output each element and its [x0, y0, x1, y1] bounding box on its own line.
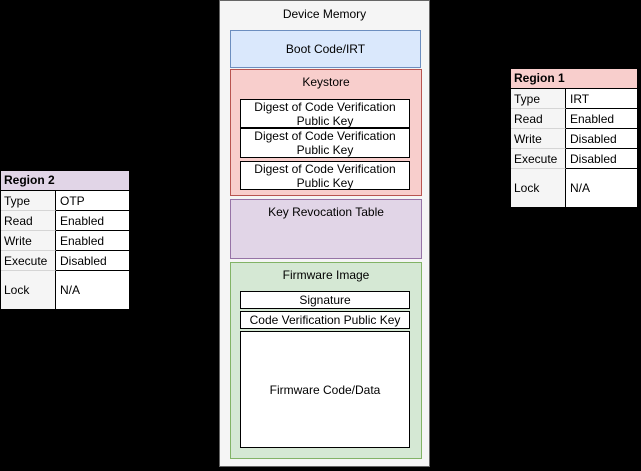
row-label: Execute: [1, 251, 56, 271]
code-verification-public-key-box: Code Verification Public Key: [240, 311, 410, 329]
row-label: Type: [1, 191, 56, 211]
row-value: Disabled: [566, 149, 637, 169]
region2-table: Region 2 Type OTP Read Enabled Write Ena…: [0, 170, 130, 310]
region1-table: Region 1 Type IRT Read Enabled Write Dis…: [510, 68, 638, 208]
table-row: Execute Disabled: [511, 149, 637, 169]
table-row: Lock N/A: [511, 169, 637, 207]
row-label: Execute: [511, 149, 566, 169]
boot-code-label: Boot Code/IRT: [285, 42, 366, 56]
table-row: Write Enabled: [1, 231, 129, 251]
row-value: Disabled: [56, 251, 129, 271]
row-value: N/A: [570, 181, 591, 195]
row-value: N/A: [60, 283, 81, 297]
table-row: Read Enabled: [511, 109, 637, 129]
table-row: Read Enabled: [1, 211, 129, 231]
region1-header: Region 1: [511, 69, 637, 89]
table-row: Lock N/A: [1, 271, 129, 309]
key-revocation-table-label: Key Revocation Table: [268, 205, 384, 219]
table-row: Type IRT: [511, 89, 637, 109]
row-label: Read: [511, 109, 566, 129]
boot-code-box: Boot Code/IRT: [230, 30, 421, 68]
row-label: Type: [511, 89, 566, 109]
key-revocation-table-box: Key Revocation Table: [230, 199, 422, 259]
row-value: Enabled: [56, 231, 129, 251]
device-memory-title: Device Memory: [282, 7, 367, 21]
row-label: Read: [1, 211, 56, 231]
table-row: Execute Disabled: [1, 251, 129, 271]
row-value: Disabled: [566, 129, 637, 149]
digest-box: Digest of Code Verification Public Key: [240, 99, 410, 128]
row-label: Lock: [1, 271, 56, 309]
signature-box: Signature: [240, 291, 410, 309]
row-value: IRT: [566, 89, 637, 109]
digest-box: Digest of Code Verification Public Key: [240, 128, 410, 158]
table-row: Type OTP: [1, 191, 129, 211]
row-value: Enabled: [56, 211, 129, 231]
digest-box: Digest of Code Verification Public Key: [240, 161, 410, 190]
firmware-code-data-box: Firmware Code/Data: [240, 331, 410, 448]
row-label: Lock: [511, 169, 566, 207]
firmware-image-label: Firmware Image: [282, 268, 370, 282]
row-value: Enabled: [566, 109, 637, 129]
table-row: Write Disabled: [511, 129, 637, 149]
row-label: Write: [511, 129, 566, 149]
row-value: OTP: [56, 191, 129, 211]
row-label: Write: [1, 231, 56, 251]
region2-header: Region 2: [1, 171, 129, 191]
keystore-label: Keystore: [302, 75, 350, 89]
